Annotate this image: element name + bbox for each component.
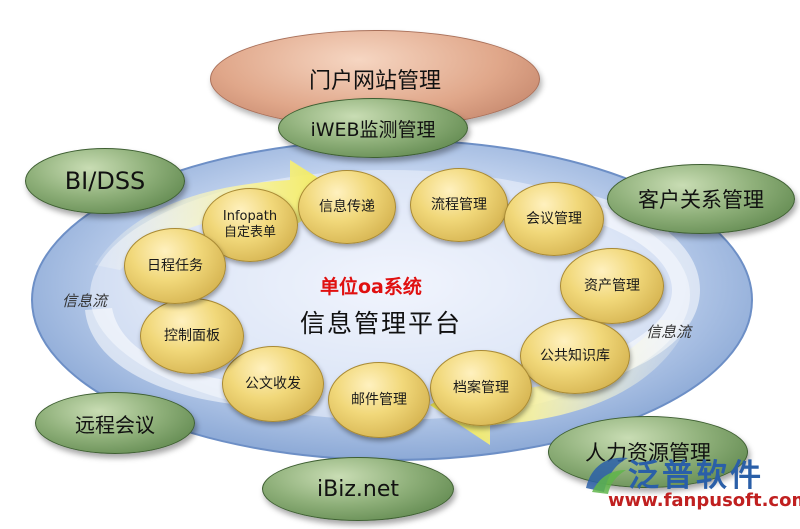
iweb-label: iWEB监测管理: [310, 118, 436, 141]
workflow-label: 流程管理: [431, 196, 487, 213]
hr-node[interactable]: 人力资源管理: [548, 416, 748, 488]
control-panel-label: 控制面板: [164, 327, 220, 344]
document-node[interactable]: 公文收发: [222, 346, 324, 422]
workflow-node[interactable]: 流程管理: [410, 168, 508, 242]
assets-node[interactable]: 资产管理: [560, 248, 664, 324]
infopath-label: Infopath 自定表单: [222, 209, 278, 240]
ibiz-node[interactable]: iBiz.net: [262, 457, 454, 521]
mail-label: 邮件管理: [351, 391, 407, 408]
remote-meeting-node[interactable]: 远程会议: [35, 392, 195, 454]
info-transfer-label: 信息传递: [319, 198, 375, 215]
assets-label: 资产管理: [584, 277, 640, 294]
bi-dss-label: BI/DSS: [64, 167, 146, 195]
ibiz-label: iBiz.net: [317, 476, 399, 502]
crm-node[interactable]: 客户关系管理: [607, 164, 795, 234]
flow-label-right: 信息流: [646, 323, 692, 341]
archive-label: 档案管理: [453, 379, 509, 396]
knowledge-label: 公共知识库: [540, 347, 610, 364]
control-panel-node[interactable]: 控制面板: [140, 298, 244, 374]
watermark: 泛普软件 www.fanpusoft.com: [582, 448, 800, 526]
meeting-label: 会议管理: [526, 210, 582, 227]
remote-meeting-label: 远程会议: [75, 412, 155, 437]
knowledge-node[interactable]: 公共知识库: [520, 318, 630, 394]
center-title-red: 单位oa系统: [320, 276, 422, 298]
schedule-label: 日程任务: [147, 257, 203, 274]
bi-dss-node[interactable]: BI/DSS: [25, 148, 185, 214]
info-transfer-node[interactable]: 信息传递: [298, 170, 396, 244]
center-title-main: 信息管理平台: [300, 309, 463, 338]
flow-label-left: 信息流: [62, 292, 108, 310]
mail-node[interactable]: 邮件管理: [328, 362, 430, 438]
crm-label: 客户关系管理: [638, 188, 764, 212]
document-label: 公文收发: [245, 375, 301, 392]
hr-label: 人力资源管理: [585, 441, 711, 465]
schedule-node[interactable]: 日程任务: [124, 228, 226, 304]
brand-logo-icon: [586, 457, 628, 494]
meeting-node[interactable]: 会议管理: [504, 182, 604, 256]
portal-label: 门户网站管理: [308, 69, 441, 94]
iweb-node[interactable]: iWEB监测管理: [278, 98, 468, 158]
archive-node[interactable]: 档案管理: [430, 350, 532, 426]
watermark-name: 泛普软件: [628, 458, 764, 494]
watermark-url: www.fanpusoft.com: [608, 490, 800, 511]
